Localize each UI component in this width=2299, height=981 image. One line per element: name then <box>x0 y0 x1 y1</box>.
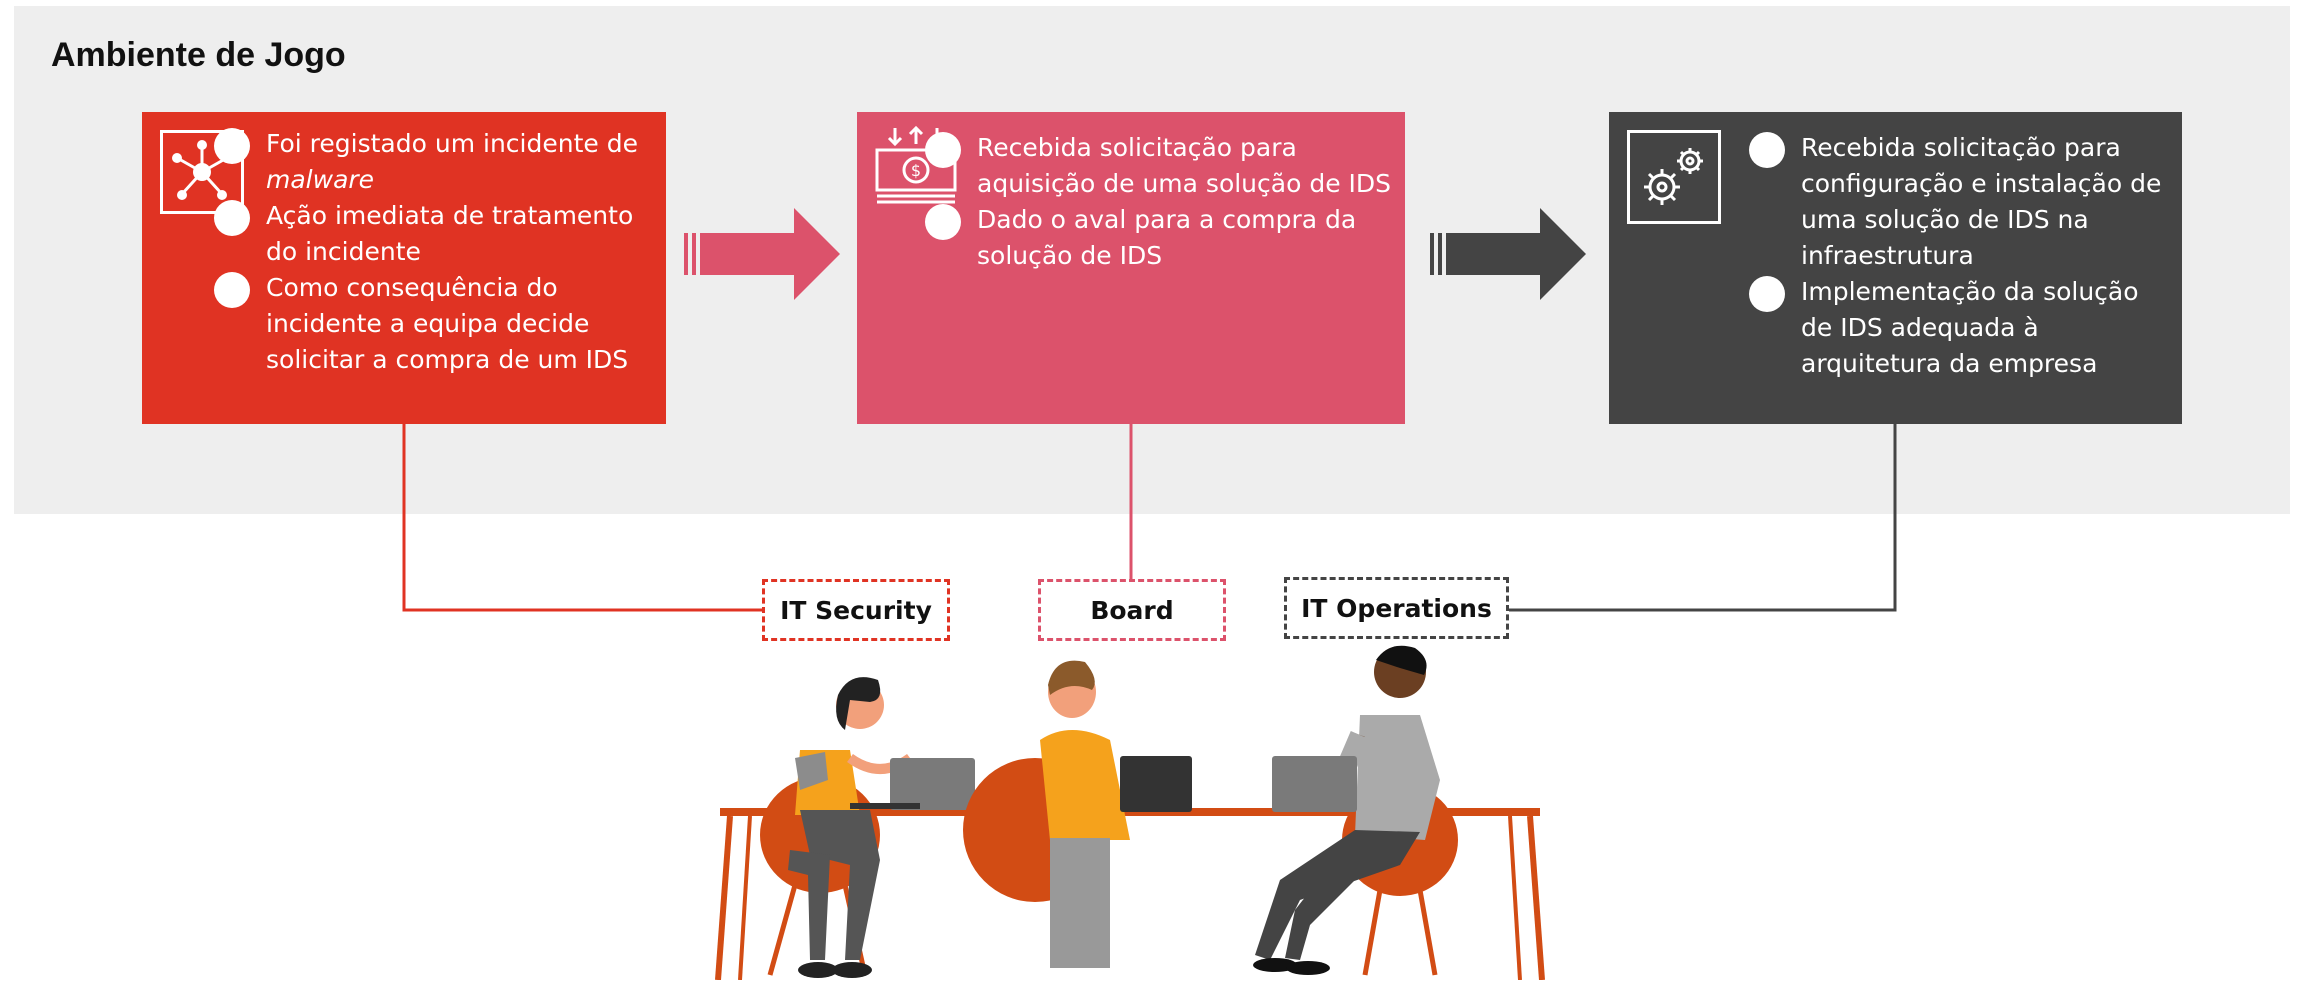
bullet-dot <box>214 272 250 308</box>
incident-bullet-list: Foi registado um incidente de malware Aç… <box>214 126 661 378</box>
panel-title: Ambiente de Jogo <box>51 36 346 74</box>
bullet-dot <box>214 200 250 236</box>
list-item: Recebida solicitação para configuração e… <box>1749 130 2176 274</box>
bullet-text: Recebida solicitação para aquisição de u… <box>977 133 1392 198</box>
bullet-text: Ação imediata de tratamento do incidente <box>266 201 634 266</box>
bullet-emphasis: malware <box>266 165 375 194</box>
person-left <box>760 677 913 978</box>
list-item: Como consequência do incidente a equipa … <box>214 270 661 378</box>
step-box-deployment: Recebida solicitação para configuração e… <box>1609 112 2182 424</box>
list-item: Recebida solicitação para aquisição de u… <box>925 130 1397 202</box>
bullet-dot <box>1749 132 1785 168</box>
operations-connector <box>1509 424 1897 612</box>
svg-text:$: $ <box>911 161 921 180</box>
person-middle <box>963 660 1130 968</box>
security-connector <box>402 424 762 612</box>
purchase-bullet-list: Recebida solicitação para aquisição de u… <box>925 130 1397 274</box>
step-box-incident: Foi registado um incidente de malware Aç… <box>142 112 666 424</box>
team-meeting-illustration <box>715 645 1545 980</box>
role-board: Board <box>1038 579 1226 641</box>
role-it-security: IT Security <box>762 579 950 641</box>
role-it-operations: IT Operations <box>1284 577 1509 639</box>
network-hub-icon <box>160 130 244 214</box>
list-item: Foi registado um incidente de malware <box>214 126 661 198</box>
bullet-text: Implementação da solução de IDS adequada… <box>1801 277 2139 378</box>
bullet-dot <box>1749 276 1785 312</box>
bullet-dot <box>925 132 961 168</box>
step-box-purchase: $ Recebida solicitação para aquisição de… <box>857 112 1405 424</box>
list-item: Implementação da solução de IDS adequada… <box>1749 274 2176 382</box>
bullet-text: Recebida solicitação para configuração e… <box>1801 133 2162 270</box>
money-transfer-icon: $ <box>873 124 959 210</box>
deployment-bullet-list: Recebida solicitação para configuração e… <box>1749 130 2176 382</box>
flow-arrow-2 <box>1430 208 1586 300</box>
bullet-text: Foi registado um incidente de <box>266 129 638 158</box>
list-item: Dado o aval para a compra da solução de … <box>925 202 1397 274</box>
gears-icon <box>1627 130 1721 224</box>
flow-arrow-1 <box>684 208 840 300</box>
bullet-dot <box>925 204 961 240</box>
bullet-text: Como consequência do incidente a equipa … <box>266 273 629 374</box>
bullet-dot <box>214 128 250 164</box>
bullet-text: Dado o aval para a compra da solução de … <box>977 205 1357 270</box>
list-item: Ação imediata de tratamento do incidente <box>214 198 661 270</box>
